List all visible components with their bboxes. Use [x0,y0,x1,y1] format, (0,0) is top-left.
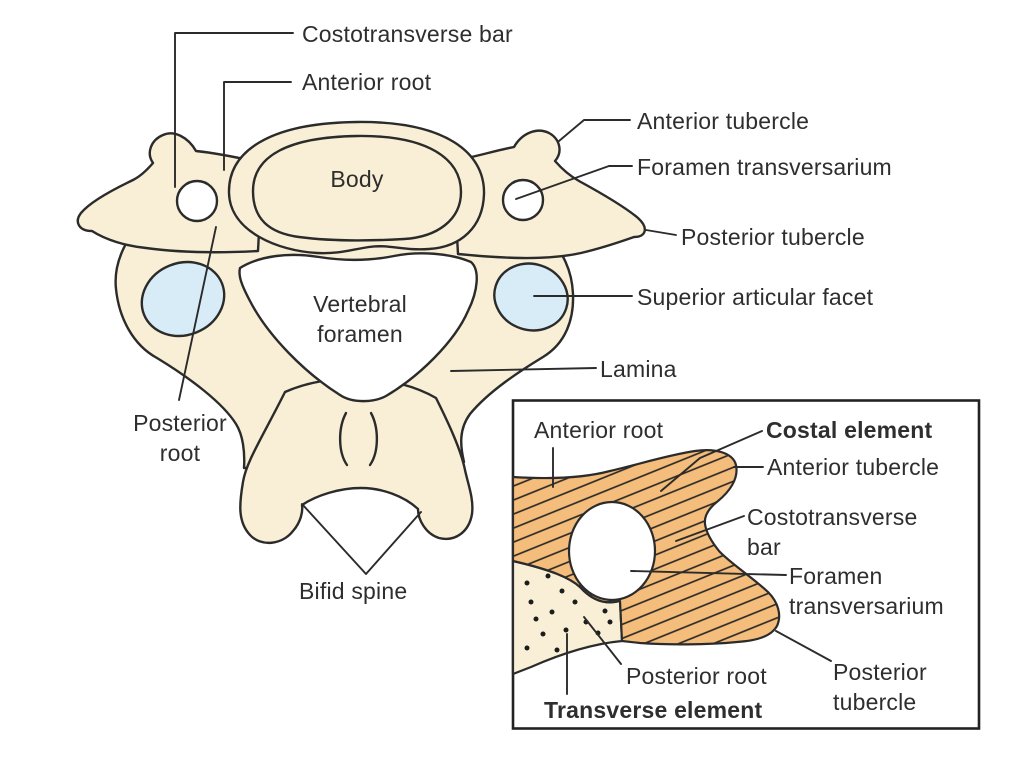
right-superior-articular-facet [493,262,569,332]
label-bifid-spine: Bifid spine [299,578,408,604]
label-vertebral-foramen: Vertebral foramen [313,291,407,347]
right-foramen-transversarium [501,178,545,222]
label-costotransverse-bar: Costotransverse bar [302,21,513,47]
label-inset-posterior-root: Posterior root [626,663,767,689]
label-anterior-root: Anterior root [302,69,432,95]
label-anterior-tubercle: Anterior tubercle [637,108,810,134]
bifid-spinous-process [239,377,474,544]
inset-foramen-oval [567,500,657,602]
leader-bifid-spine [301,503,422,575]
label-posterior-tubercle: Posterior tubercle [681,224,865,250]
leader-anterior-root [223,81,292,171]
label-inset-anterior-tubercle: Anterior tubercle [767,454,940,480]
leader-lamina [450,367,597,372]
right-transverse-process [455,129,646,260]
leader-costotransverse-bar [174,32,294,188]
left-foramen-transversarium [175,179,219,223]
label-inset-posterior-tubercle: Posterior tubercle [833,659,927,715]
leader-posterior-tubercle [645,229,677,236]
left-transverse-process [76,132,261,254]
label-inset-costal-element: Costal element [766,417,933,443]
leader-inset-foramen-transversarium [630,570,787,576]
label-inset-anterior-root: Anterior root [534,417,664,443]
label-lamina: Lamina [600,356,677,382]
leader-foramen-transversarium [515,165,633,200]
label-inset-foramen-transversarium: Foramen transversarium [789,563,944,619]
vertebral-foramen-opening [238,252,478,403]
leader-inset-costotransverse-bar [675,515,745,542]
label-superior-articular-facet: Superior articular facet [637,284,874,310]
leader-posterior-root [178,226,217,401]
spinous-crest-lines [338,411,379,467]
label-foramen-transversarium: Foramen transversarium [637,154,892,180]
leader-anterior-tubercle [558,119,631,142]
vertebral-body [227,120,486,255]
leader-inset-posterior-tubercle [775,630,832,662]
inset-leader-lines [552,430,832,695]
label-posterior-root: Posterior root [133,410,227,466]
leader-inset-posterior-root [583,616,622,665]
label-body: Body [330,166,384,192]
leader-inset-costal-element [660,430,763,492]
label-inset-transverse-element: Transverse element [544,697,763,723]
label-inset-costotransverse-bar: Costotransverse bar [747,504,918,560]
vertebral-body-inner-ring [251,134,463,242]
main-leader-lines [174,32,677,575]
